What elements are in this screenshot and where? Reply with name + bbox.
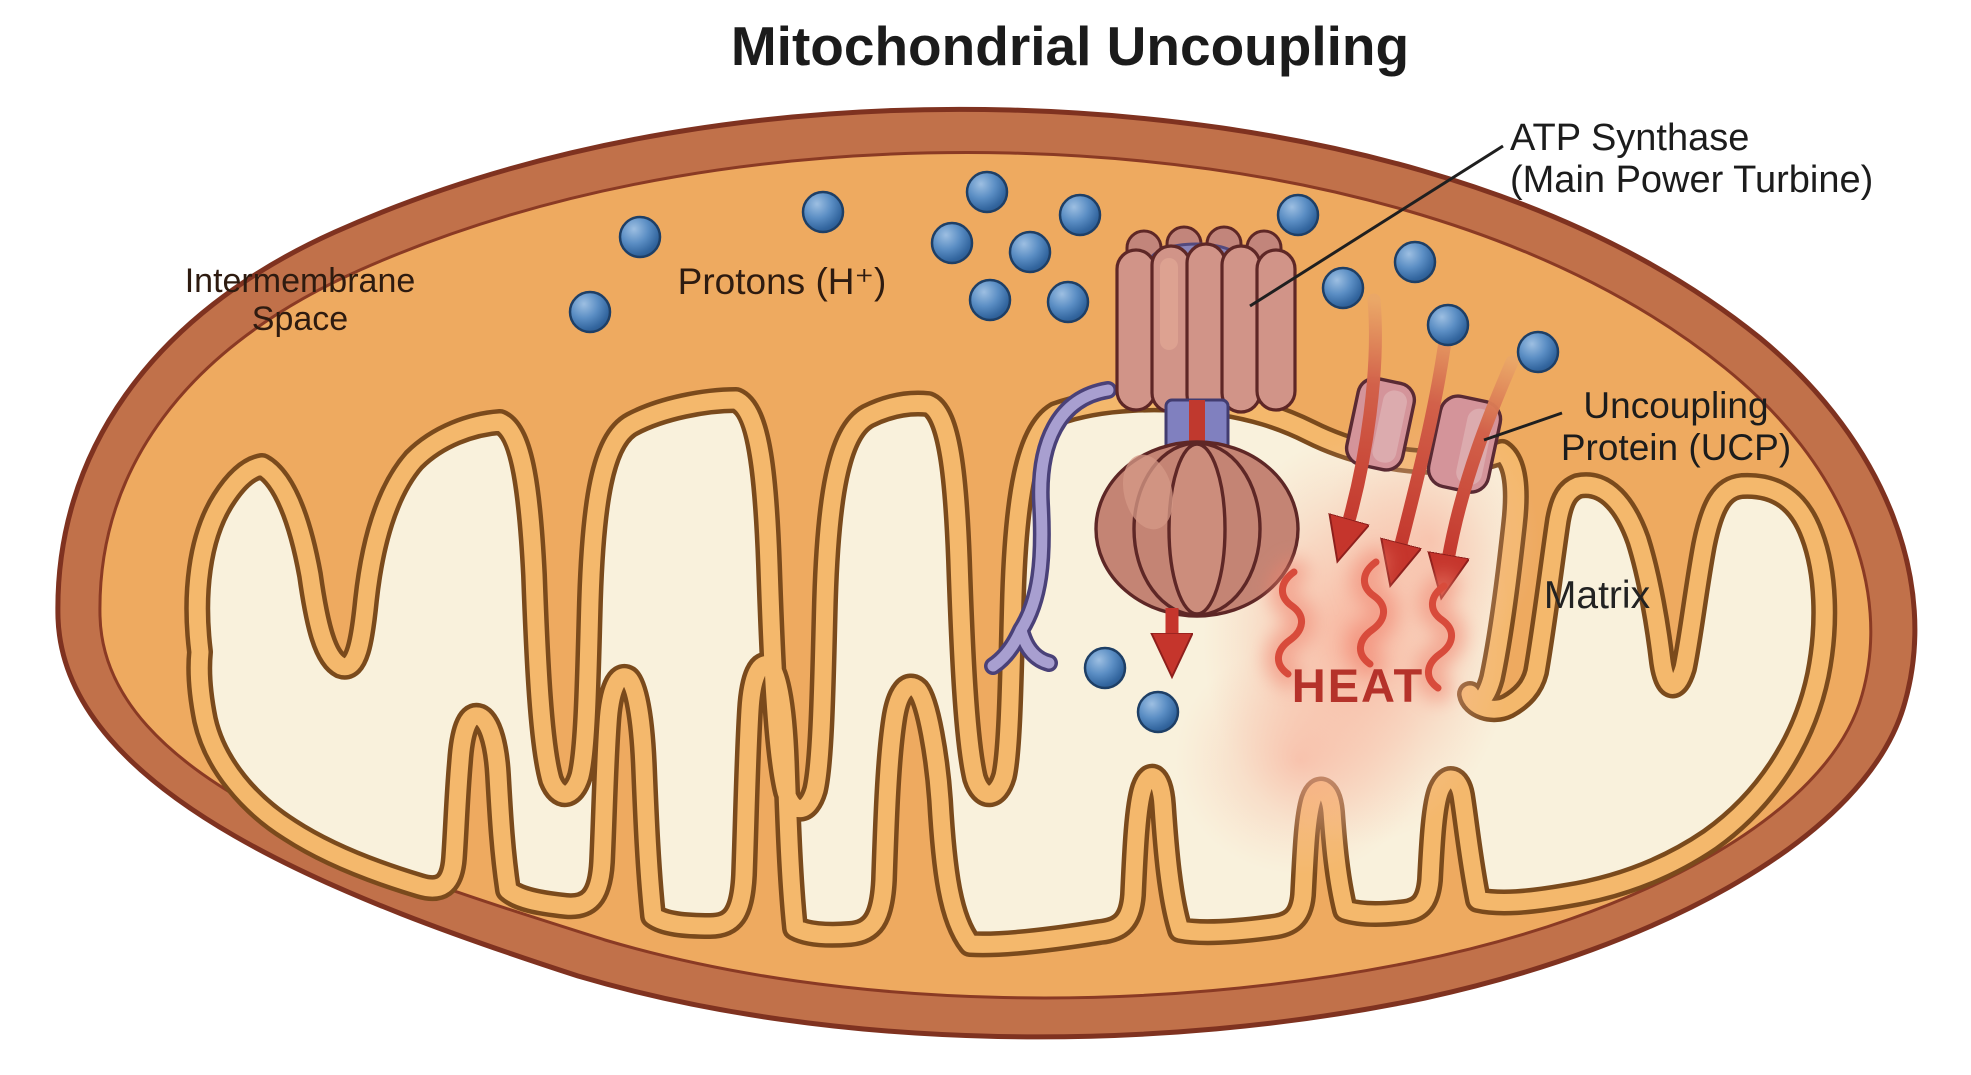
intermembrane-protons: [568, 170, 1560, 374]
atp-synthase-pointer-line: [1249, 144, 1504, 308]
protons-label: Protons (H⁺): [678, 261, 887, 302]
heat-squiggle: [1425, 582, 1455, 692]
heat-label: HEAT: [1292, 659, 1424, 712]
atp-synthase-label: (Main Power Turbine): [1510, 159, 1873, 201]
proton: [930, 221, 974, 265]
proton: [1393, 240, 1437, 284]
intermembrane-space-label: Intermembrane: [185, 262, 416, 300]
ucp-label: Uncoupling: [1583, 385, 1768, 426]
atp-synthase-c-ring: [1115, 225, 1297, 416]
proton: [568, 290, 612, 334]
proton: [1008, 230, 1052, 274]
heat-squiggle: [1275, 568, 1305, 678]
proton-flow-arrow: [1448, 355, 1519, 560]
atp-synthase-f1-head: [1094, 440, 1300, 618]
intermembrane-space-label: Space: [252, 300, 348, 338]
proton: [968, 278, 1012, 322]
ucp-pointer-line: [1483, 411, 1563, 442]
proton: [1276, 193, 1320, 237]
atp-synthase-stator: [984, 381, 1117, 675]
proton: [965, 170, 1009, 214]
heat-squiggle: [1357, 558, 1387, 668]
proton: [618, 215, 662, 259]
proton: [1516, 330, 1560, 374]
matrix-label: Matrix: [1544, 574, 1651, 617]
proton: [1083, 646, 1127, 690]
inner-membrane-cristae: [184, 386, 1838, 958]
heat-squiggles: [1264, 548, 1466, 702]
proton: [1058, 193, 1102, 237]
ucp-label: Protein (UCP): [1561, 427, 1791, 468]
proton: [1136, 690, 1180, 734]
atp-synthase: [984, 225, 1300, 734]
atp-synthase-label: ATP Synthase: [1510, 117, 1749, 159]
proton: [1321, 266, 1365, 310]
proton: [1046, 280, 1090, 324]
proton-flow-arrow: [1348, 293, 1382, 524]
proton: [801, 190, 845, 234]
inner-membrane-band: [188, 390, 1833, 953]
proton: [1426, 303, 1470, 347]
page-title: Mitochondrial Uncoupling: [730, 15, 1410, 77]
